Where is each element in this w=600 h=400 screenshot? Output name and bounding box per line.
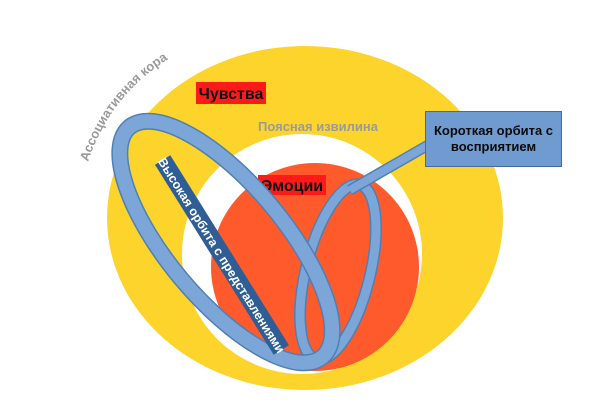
high-orbit-loop xyxy=(111,112,341,372)
cingulate-gyrus-label: Поясная извилина xyxy=(258,119,379,134)
short-orbit-label: Короткая орбита с восприятием xyxy=(433,123,554,154)
short-orbit-callout: Короткая орбита с восприятием xyxy=(425,111,562,167)
feelings-label: Чувства xyxy=(199,86,264,103)
emotions-label-highlight xyxy=(258,175,326,195)
short-orbit-connector xyxy=(347,139,433,195)
emotions-label: Эмоции xyxy=(261,178,323,195)
feelings-label-highlight xyxy=(196,82,266,104)
